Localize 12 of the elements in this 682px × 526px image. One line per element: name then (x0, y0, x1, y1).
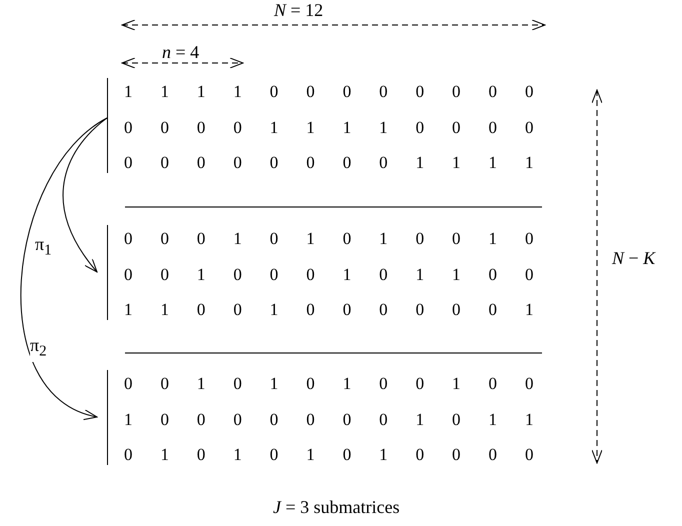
matrix-row: 1 1 0 0 1 0 0 0 0 0 0 1 (124, 300, 534, 320)
matrix-row: 1 0 0 0 0 0 0 0 1 0 1 1 (124, 410, 534, 430)
matrix-row: 1 1 1 1 0 0 0 0 0 0 0 0 (124, 82, 534, 102)
matrix-row: 0 1 0 1 0 1 0 1 0 0 0 0 (124, 445, 534, 465)
matrix-row: 0 0 0 0 1 1 1 1 0 0 0 0 (124, 118, 534, 138)
matrix-row: 0 0 1 0 0 0 1 0 1 1 0 0 (124, 264, 534, 284)
matrix-row: 0 0 1 0 1 0 1 0 0 1 0 0 (124, 374, 534, 394)
matrix-row: 0 0 0 0 0 0 0 0 1 1 1 1 (124, 153, 534, 173)
curved-arrow (20, 118, 108, 418)
matrix-row: 0 0 0 1 0 1 0 1 0 0 1 0 (124, 229, 534, 249)
caption: J = 3 submatrices (273, 497, 400, 517)
curved-arrow (62, 118, 108, 272)
